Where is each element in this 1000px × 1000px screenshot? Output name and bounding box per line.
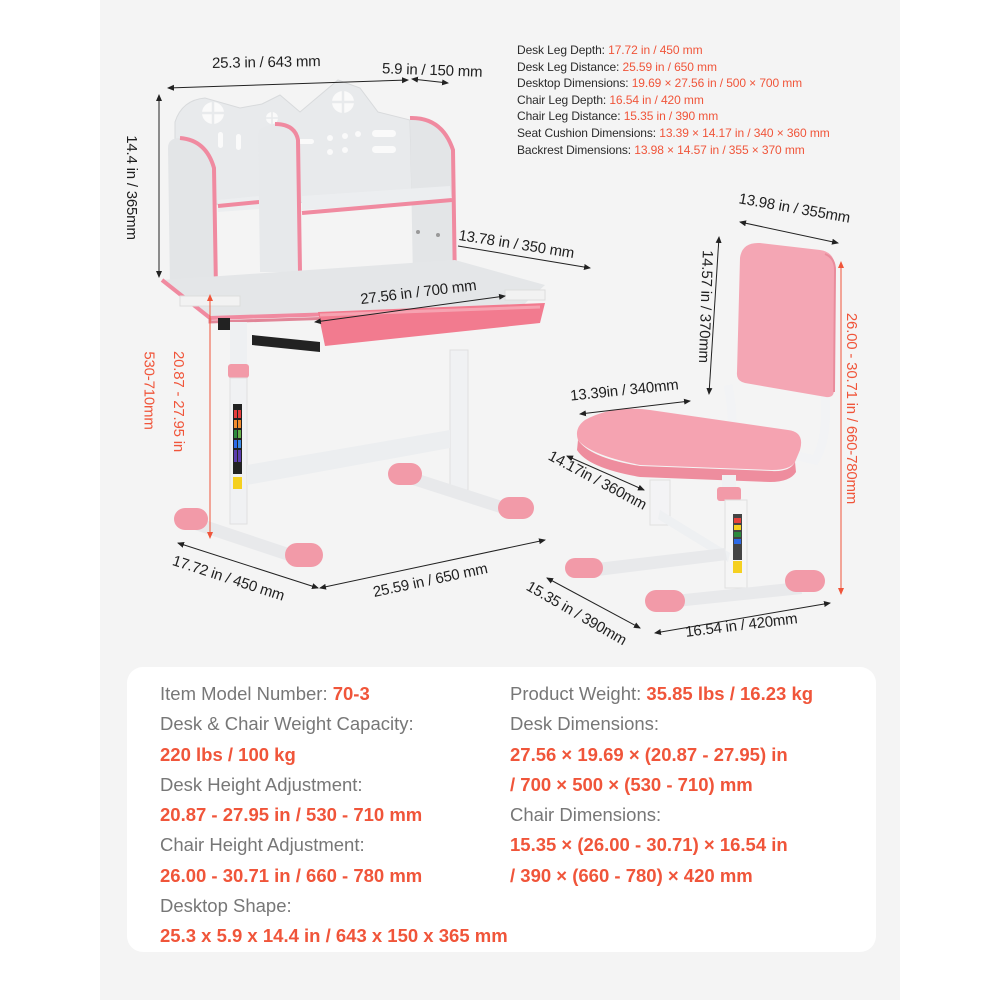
spec-row-chair-leg-depth: Chair Leg Depth: 16.54 in / 420 mm bbox=[517, 92, 704, 107]
spec-row-chair-leg-distance: Chair Leg Distance: 15.35 in / 390 mm bbox=[517, 109, 719, 124]
chair-dimension-lines bbox=[546, 220, 844, 635]
spec-chair-height-label: Chair Height Adjustment: bbox=[160, 834, 365, 856]
dim-shelf-height: 14.4 in / 365mm bbox=[122, 135, 140, 240]
dim-chair-total-height: 26.00 - 30.71 in / 660-780mm bbox=[843, 312, 861, 505]
spec-desk-dimensions-mm: / 700 × 500 × (530 - 710) mm bbox=[510, 773, 753, 795]
product-illustration bbox=[156, 76, 844, 635]
spec-desktop-shape-label: Desktop Shape: bbox=[160, 895, 292, 917]
spec-chair-dimensions-in: 15.35 × (26.00 - 30.71) × 16.54 in bbox=[510, 834, 788, 856]
spec-chair-dimensions-mm: / 390 × (660 - 780) × 420 mm bbox=[510, 864, 753, 886]
spec-desk-dimensions-label: Desk Dimensions: bbox=[510, 713, 660, 735]
spec-product-weight: Product Weight: 35.85 lbs / 16.23 kg bbox=[510, 683, 814, 704]
spec-row-desk-leg-distance: Desk Leg Distance: 25.59 in / 650 mm bbox=[517, 59, 717, 74]
spec-row-desktop-dimensions: Desktop Dimensions: 19.69 × 27.56 in / 5… bbox=[517, 76, 803, 91]
specs-column-left: Item Model Number: 70-3 Desk & Chair Wei… bbox=[160, 679, 508, 952]
spec-model-number: Item Model Number: 70-3 bbox=[160, 683, 370, 704]
dim-desk-height-mm: 530-710mm bbox=[140, 351, 158, 430]
specs-card: Item Model Number: 70-3 Desk & Chair Wei… bbox=[127, 667, 876, 952]
spec-desk-dimensions-in: 27.56 × 19.69 × (20.87 - 27.95) in bbox=[510, 743, 788, 765]
spec-row-seat-cushion: Seat Cushion Dimensions: 13.39 × 14.17 i… bbox=[517, 125, 830, 140]
spec-desk-height-value: 20.87 - 27.95 in / 530 - 710 mm bbox=[160, 804, 423, 826]
spec-row-backrest: Backrest Dimensions: 13.98 × 14.57 in / … bbox=[517, 142, 805, 157]
desk-illustration bbox=[160, 79, 546, 567]
dim-shelf-width: 25.3 in / 643 mm bbox=[211, 53, 321, 72]
desk-dimension-lines bbox=[156, 76, 591, 590]
spec-row-desk-leg-depth: Desk Leg Depth: 17.72 in / 450 mm bbox=[517, 43, 703, 57]
spec-chair-dimensions-label: Chair Dimensions: bbox=[510, 804, 662, 826]
specs-column-right: Product Weight: 35.85 lbs / 16.23 kg Des… bbox=[510, 679, 813, 891]
dim-desk-height-in: 20.87 - 27.95 in bbox=[170, 350, 188, 453]
spec-list: Desk Leg Depth: 17.72 in / 450 mm Desk L… bbox=[517, 42, 830, 158]
spec-weight-capacity-label: Desk & Chair Weight Capacity: bbox=[160, 713, 414, 735]
spec-desktop-shape-value: 25.3 x 5.9 x 14.4 in / 643 x 150 x 365 m… bbox=[160, 925, 508, 947]
spec-chair-height-value: 26.00 - 30.71 in / 660 - 780 mm bbox=[160, 864, 423, 886]
dim-shelf-depth: 5.9 in / 150 mm bbox=[381, 60, 483, 81]
spec-desk-height-label: Desk Height Adjustment: bbox=[160, 773, 363, 795]
spec-weight-capacity-value: 220 lbs / 100 kg bbox=[160, 743, 296, 765]
